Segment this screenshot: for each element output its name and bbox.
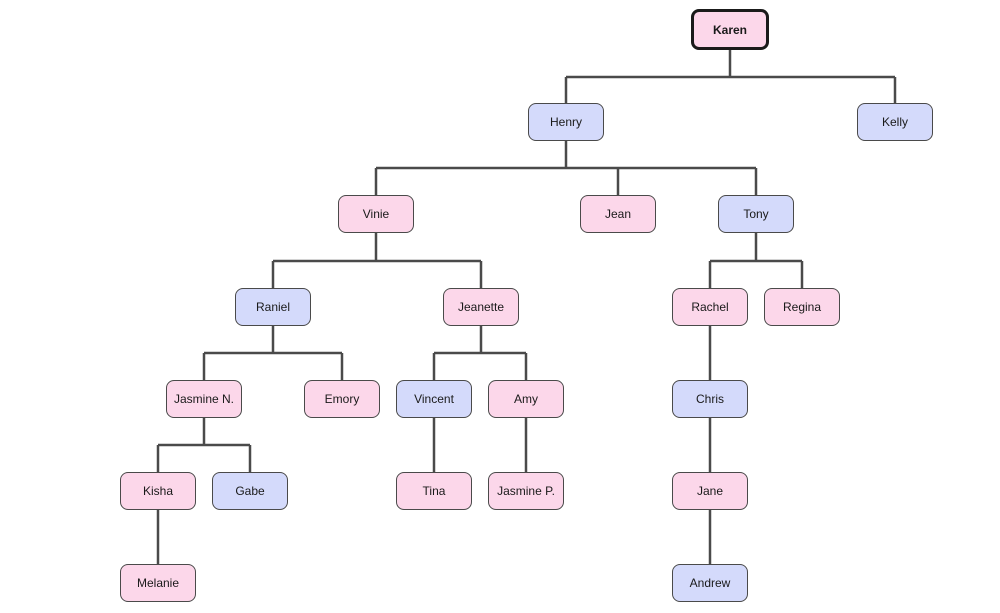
- node-vincent[interactable]: Vincent: [396, 380, 472, 418]
- node-chris[interactable]: Chris: [672, 380, 748, 418]
- node-andrew[interactable]: Andrew: [672, 564, 748, 602]
- node-emory[interactable]: Emory: [304, 380, 380, 418]
- node-vinie[interactable]: Vinie: [338, 195, 414, 233]
- node-jean[interactable]: Jean: [580, 195, 656, 233]
- node-jasmine-n[interactable]: Jasmine N.: [166, 380, 242, 418]
- node-tony[interactable]: Tony: [718, 195, 794, 233]
- node-karen[interactable]: Karen: [691, 9, 769, 50]
- node-melanie[interactable]: Melanie: [120, 564, 196, 602]
- node-jane[interactable]: Jane: [672, 472, 748, 510]
- node-kelly[interactable]: Kelly: [857, 103, 933, 141]
- node-amy[interactable]: Amy: [488, 380, 564, 418]
- node-henry[interactable]: Henry: [528, 103, 604, 141]
- node-jeanette[interactable]: Jeanette: [443, 288, 519, 326]
- node-tina[interactable]: Tina: [396, 472, 472, 510]
- node-kisha[interactable]: Kisha: [120, 472, 196, 510]
- node-gabe[interactable]: Gabe: [212, 472, 288, 510]
- node-jasmine-p[interactable]: Jasmine P.: [488, 472, 564, 510]
- node-rachel[interactable]: Rachel: [672, 288, 748, 326]
- node-raniel[interactable]: Raniel: [235, 288, 311, 326]
- node-regina[interactable]: Regina: [764, 288, 840, 326]
